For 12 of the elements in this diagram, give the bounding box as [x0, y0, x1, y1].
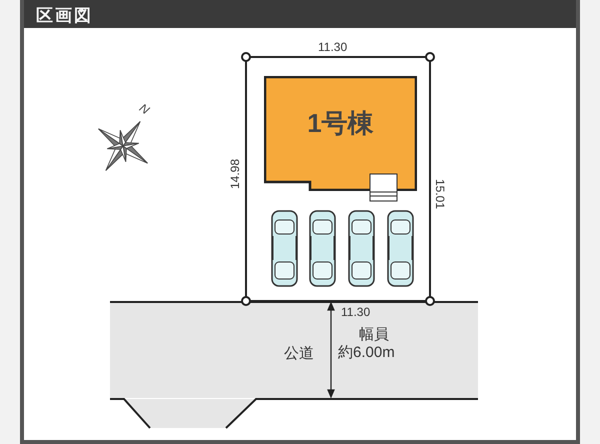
dimension-label: 11.30 [341, 304, 370, 321]
dimension-label: 15.01 [432, 178, 448, 210]
dimension-label: 14.98 [227, 158, 244, 190]
road-width-label: 約6.00m [338, 344, 395, 362]
building-label: 1号棟 [307, 107, 374, 140]
road-label: 公道 [284, 344, 314, 364]
lot-boundary [245, 56, 431, 302]
dimension-label: 11.30 [318, 39, 348, 56]
compass-north-label: N [136, 100, 153, 119]
building-footprint [264, 76, 417, 191]
title: 区画図 [36, 5, 93, 28]
road-width-label: 幅員 [359, 326, 389, 344]
